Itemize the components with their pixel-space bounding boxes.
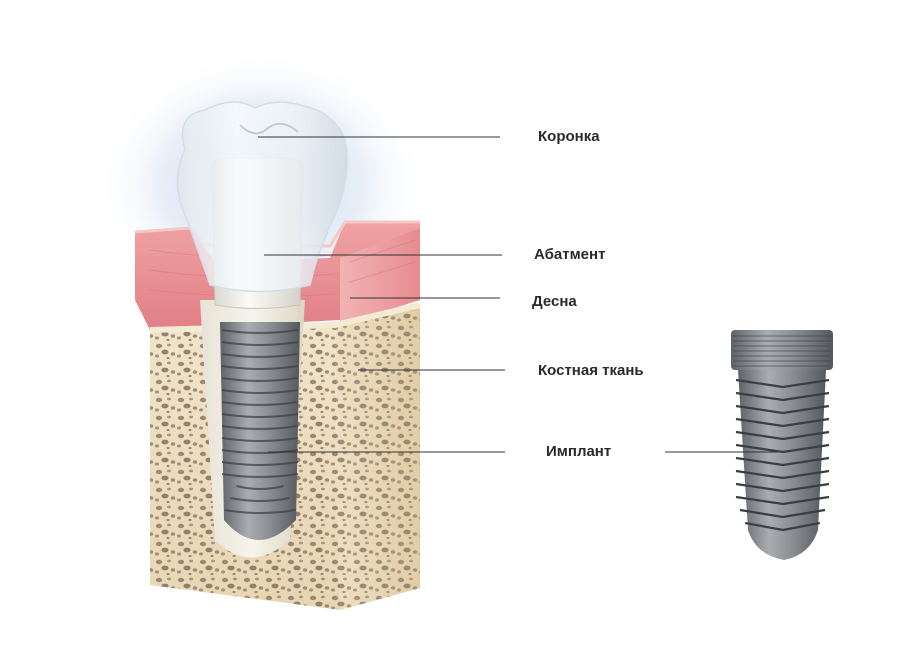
leader-lines <box>258 136 778 453</box>
screw-thread <box>735 391 830 402</box>
screw-thread <box>735 495 830 506</box>
implant-thread <box>236 485 284 490</box>
implant-thread <box>221 449 299 454</box>
crown-fissure <box>239 122 299 135</box>
implant-thread <box>230 497 290 502</box>
label-abutment: Абатмент <box>534 246 606 263</box>
label-gum: Десна <box>532 293 577 310</box>
implant-thread <box>221 353 299 358</box>
screw-thread <box>735 443 830 454</box>
implant-body <box>220 322 300 540</box>
implant-thread <box>221 413 299 418</box>
screw-thread <box>735 469 830 480</box>
screw-thread <box>735 404 830 415</box>
implant-thread <box>221 365 299 370</box>
implant-thread <box>221 473 299 478</box>
label-implant: Имплант <box>546 443 612 460</box>
standalone-implant <box>731 330 833 560</box>
screw-thread <box>739 508 826 519</box>
implant-thread <box>221 377 299 382</box>
implant-thread <box>221 425 299 430</box>
implant-thread <box>221 341 299 346</box>
screw-thread <box>735 378 830 389</box>
implant-thread <box>221 329 299 334</box>
screw-thread <box>735 430 830 441</box>
bone-tissue <box>149 302 421 610</box>
screw-thread <box>735 482 830 493</box>
screw-thread <box>735 456 830 467</box>
implant-thread <box>221 401 299 406</box>
implant-thread <box>221 389 299 394</box>
crown <box>176 101 348 293</box>
implant-thread <box>221 437 299 442</box>
screw-thread <box>744 521 821 532</box>
implant-thread <box>224 509 296 514</box>
label-crown: Коронка <box>538 128 600 145</box>
screw-thread <box>735 417 830 428</box>
label-bone: Костная ткань <box>538 362 644 379</box>
implant-thread <box>221 461 299 466</box>
